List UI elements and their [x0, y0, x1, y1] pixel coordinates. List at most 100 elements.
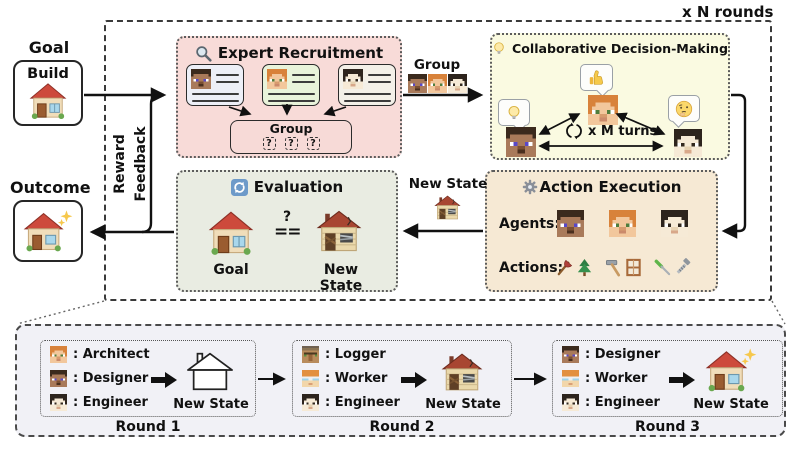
- agent-row: : Engineer: [562, 394, 660, 411]
- derelict-house-icon: [441, 351, 483, 393]
- question-mark: ?: [282, 209, 292, 225]
- agent-role-label: : Engineer: [585, 395, 660, 410]
- round-state-label: New State: [173, 397, 249, 412]
- agent-row: : Engineer: [302, 394, 400, 411]
- pale-face-icon: [343, 69, 363, 89]
- agent-row: : Architect: [50, 346, 150, 363]
- bold-arrow-icon: [669, 372, 695, 388]
- pale-face-icon: [448, 74, 467, 93]
- evaluation-new-state-label: New State: [319, 262, 363, 294]
- agent-role-label: : Worker: [585, 371, 648, 386]
- goal-heading: Goal: [28, 38, 70, 57]
- group-transition-faces: [408, 74, 467, 93]
- pale-face-icon: [302, 394, 319, 411]
- outline-house-icon: [185, 349, 235, 393]
- round-1-box: : Architect : Designer : Engineer New St…: [40, 340, 256, 417]
- sparkle-house-icon: [705, 347, 757, 393]
- goggles-face-icon: [302, 370, 319, 387]
- round-1-name: Round 1: [115, 419, 181, 435]
- bold-arrow-icon: [401, 372, 427, 388]
- goal-house-icon: [208, 210, 254, 256]
- thumbs-up-icon: [588, 69, 606, 87]
- new-state-transition-label: New State: [408, 176, 488, 192]
- agent-role-label: : Architect: [73, 347, 150, 362]
- round-2-box: : Logger : Worker : Engineer New State: [292, 340, 512, 417]
- feedback-label: Feedback: [133, 126, 149, 202]
- gear-icon: [522, 179, 538, 195]
- expert-profile-card: [338, 64, 396, 106]
- agent-row: : Designer: [562, 346, 660, 363]
- round-3-name: Round 3: [635, 419, 700, 435]
- expert-recruitment-box: Expert Recruitment Group ? ? ?: [176, 36, 402, 158]
- steve-face-icon: [562, 346, 579, 363]
- round-2-name: Round 2: [369, 419, 435, 435]
- bolt-icon: [673, 258, 692, 277]
- cycle-arrows-icon: [564, 121, 584, 141]
- evaluation-title-text: Evaluation: [253, 178, 344, 196]
- goggles-face-icon: [562, 370, 579, 387]
- turns-count-label: x M turns: [588, 124, 658, 139]
- goal-text: Build: [27, 66, 69, 82]
- equals-sign: ==: [274, 222, 302, 242]
- screwdriver-icon: [653, 258, 672, 277]
- unknown-agent-slot: ?: [306, 137, 320, 150]
- outcome-box: [13, 200, 83, 262]
- rounds-detail-panel: [15, 324, 786, 437]
- agent-role-label: : Logger: [325, 347, 386, 362]
- alex-face-icon: [588, 95, 618, 125]
- agent-role-label: : Designer: [73, 371, 149, 386]
- expert-recruitment-title: Expert Recruitment: [178, 44, 400, 62]
- action-execution-box: Action Execution Agents: Actions:: [485, 170, 718, 292]
- group-transition-label: Group: [413, 57, 461, 73]
- action-execution-title: Action Execution: [487, 178, 716, 196]
- sparkle-house-icon: [23, 208, 73, 254]
- actions-row-label: Actions:: [499, 260, 564, 276]
- expert-profile-card: [186, 64, 244, 106]
- pale-face-icon: [50, 394, 67, 411]
- alex-face-icon: [428, 74, 447, 93]
- bold-arrow-icon: [151, 372, 177, 388]
- round-3-box: : Designer : Worker : Engineer New State: [552, 340, 783, 417]
- agent-row: : Designer: [50, 370, 148, 387]
- expert-recruitment-title-text: Expert Recruitment: [217, 44, 384, 62]
- goal-house-icon: [29, 82, 67, 120]
- action-execution-title-text: Action Execution: [539, 178, 682, 196]
- bulb-icon: [492, 41, 506, 56]
- evaluation-goal-label: Goal: [213, 262, 249, 278]
- reward-label: Reward: [112, 134, 128, 194]
- zoom-guide-line: [16, 300, 105, 325]
- agent-row: : Logger: [302, 346, 386, 363]
- rounds-loop-container: [104, 20, 772, 301]
- pale-face-icon: [661, 210, 688, 237]
- speech-bubble: [668, 95, 700, 122]
- bulb-icon: [506, 105, 522, 121]
- expert-profile-card: [262, 64, 320, 106]
- agent-role-label: : Worker: [325, 371, 388, 386]
- agent-row: : Worker: [562, 370, 647, 387]
- agent-row: : Engineer: [50, 394, 148, 411]
- derelict-house-icon: [434, 194, 461, 221]
- pale-face-icon: [674, 129, 702, 157]
- alex-face-icon: [267, 69, 287, 89]
- agent-role-label: : Engineer: [73, 395, 148, 410]
- group-box-label: Group: [269, 121, 313, 136]
- agent-row: : Worker: [302, 370, 387, 387]
- window-icon: [624, 258, 643, 277]
- steve-face-icon: [557, 210, 584, 237]
- decision-making-title-text: Collaborative Decision-Making: [511, 41, 728, 56]
- tree-icon: [575, 258, 594, 277]
- derelict-house-icon: [316, 208, 362, 254]
- steve-face-icon: [506, 127, 536, 157]
- hammer-icon: [604, 258, 623, 277]
- thinking-face-icon: [675, 100, 693, 118]
- alex-face-icon: [50, 346, 67, 363]
- speech-bubble: [498, 99, 530, 126]
- pale-face-icon: [562, 394, 579, 411]
- agent-role-label: : Engineer: [325, 395, 400, 410]
- outcome-heading: Outcome: [10, 178, 91, 197]
- rounds-count-label: x N rounds: [682, 3, 774, 21]
- reward-feedback-label: Reward Feedback: [110, 120, 154, 208]
- decision-making-title: Collaborative Decision-Making: [492, 41, 728, 56]
- round-state-label: New State: [425, 397, 501, 412]
